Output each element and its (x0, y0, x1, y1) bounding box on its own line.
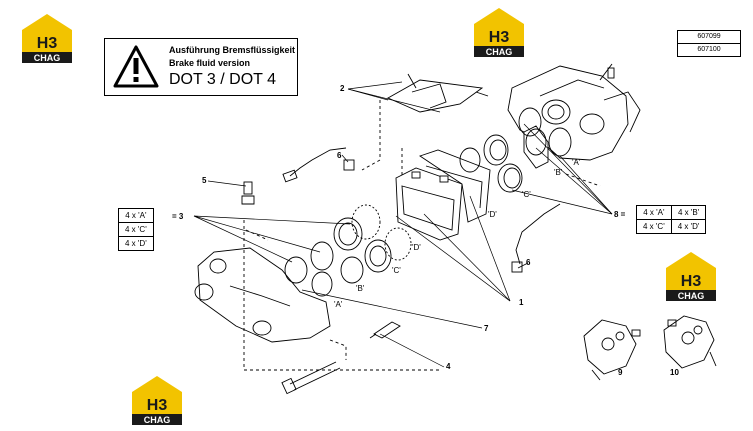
ring-ref-mid-d: 'D' (412, 243, 421, 252)
warning-title-de: Ausführung Bremsflüssigkeit (169, 45, 296, 55)
ring-ref-bot-a: 'A' (334, 300, 343, 309)
callout-4: 4 (446, 362, 451, 371)
bleed-screw (369, 321, 401, 339)
callout-6-lower: 6 (526, 258, 531, 267)
left-table-row-c: 4 x 'C' (118, 222, 154, 237)
doc-number-2: 607100 (677, 43, 741, 57)
ring-ref-top-b: 'B' (554, 168, 563, 177)
lower-caliper-housing (194, 247, 331, 343)
wear-sensor-cables (282, 147, 561, 273)
logo-top-left-mark: H3 (37, 35, 58, 52)
hbchag-logo-top-center: H3 CHAG (470, 6, 528, 58)
logo-right-mark: H3 (681, 273, 702, 290)
right-table-cell-c: 4 x 'C' (636, 219, 672, 234)
brake-fluid-warning-box: Ausführung Bremsflüssigkeit Brake fluid … (104, 38, 298, 96)
ring-ref-top-a: 'A' (572, 158, 581, 167)
logo-bottom-left-mark: H3 (147, 397, 168, 414)
left-table-row-a: 4 x 'A' (118, 208, 154, 223)
upper-pistons-seals (459, 107, 572, 193)
callout-3: = 3 (172, 212, 184, 221)
seal-kit-quantity-table-right: 4 x 'A' 4 x 'B' 4 x 'C' 4 x 'D' (636, 205, 707, 234)
hbchag-logo-right: H3 CHAG (662, 250, 720, 302)
bleed-nipple (241, 181, 255, 205)
assembled-view-10 (663, 315, 717, 369)
callout-9: 9 (618, 368, 623, 377)
callout-2: 2 (340, 84, 345, 93)
warning-dot-spec: DOT 3 / DOT 4 (169, 71, 276, 88)
right-table-cell-d: 4 x 'D' (670, 219, 707, 234)
lower-pistons-seals (284, 204, 412, 297)
ring-ref-top-d: 'D' (488, 210, 497, 219)
ring-ref-top-c: 'C' (522, 190, 531, 199)
callout-7: 7 (484, 324, 489, 333)
hbchag-logo-bottom-left: H3 CHAG (128, 374, 186, 426)
callout-1: 1 (519, 298, 524, 307)
brake-pads (395, 149, 491, 241)
logo-top-center-mark: H3 (489, 29, 510, 46)
assembly-lines (243, 100, 601, 371)
callout-8: 8 = (614, 210, 626, 219)
callout-5: 5 (202, 176, 207, 185)
ring-ref-mid-c: 'C' (392, 266, 401, 275)
leader-lines (193, 81, 613, 368)
warning-title-en: Brake fluid version (169, 58, 251, 68)
warning-triangle-icon (113, 45, 159, 88)
logo-bottom-left-word: CHAG (144, 415, 171, 425)
right-table-cell-b: 4 x 'B' (670, 205, 707, 220)
logo-top-center-word: CHAG (486, 47, 513, 57)
left-table-row-d: 4 x 'D' (118, 236, 154, 251)
hbchag-logo-top-left: H3 CHAG (18, 12, 76, 64)
logo-top-left-word: CHAG (34, 53, 61, 63)
seal-kit-quantity-table-left: 4 x 'A' 4 x 'C' 4 x 'D' (118, 208, 154, 251)
caliper-bolt (281, 361, 341, 395)
assembled-view-9 (583, 319, 641, 381)
callout-10: 10 (670, 368, 679, 377)
ring-ref-bot-b: 'B' (356, 284, 365, 293)
logo-right-word: CHAG (678, 291, 705, 301)
callout-6-upper: 6 (337, 151, 342, 160)
pad-pin-assembly (386, 73, 489, 113)
right-table-cell-a: 4 x 'A' (636, 205, 672, 220)
